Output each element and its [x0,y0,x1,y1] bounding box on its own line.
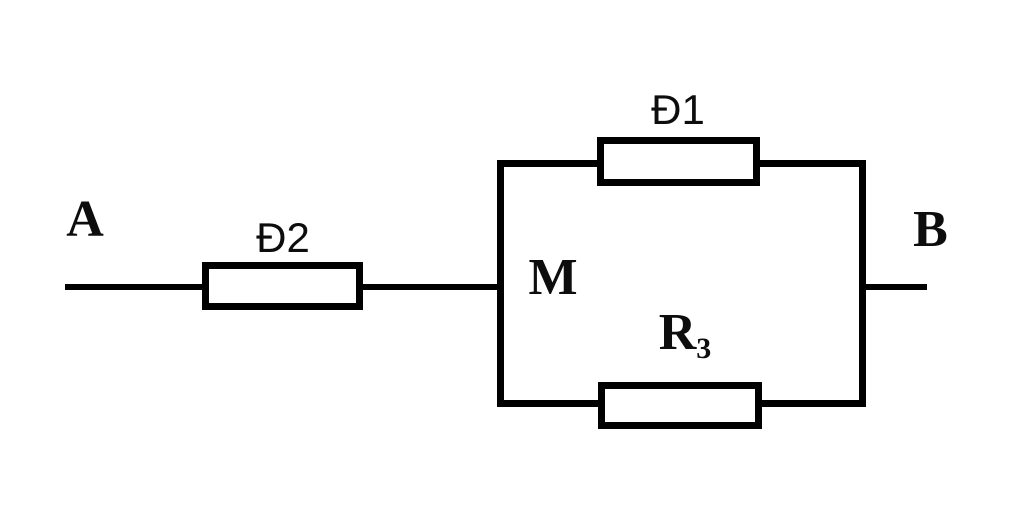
node-m-vertical-wire [497,160,504,407]
lamp-d2-label: Đ2 [256,214,310,261]
resistor-r3-label-subscript: 3 [696,332,712,365]
node-m-label: M [528,249,578,306]
lamp-d1-symbol [597,137,760,186]
wire-terminal-b [862,284,927,290]
terminal-b-vertical-wire [859,160,866,407]
wire-top-branch-right [757,160,866,167]
lamp-d1-label: Đ1 [651,86,705,133]
wire-bottom-branch-right [759,400,866,407]
lamp-d2-symbol [202,262,363,310]
wire-bottom-branch-left [497,400,602,407]
terminal-b-label: B [913,201,948,258]
resistor-r3-symbol [598,382,762,429]
wire-terminal-a-to-lamp-d2 [65,284,205,290]
wire-lamp-d2-to-node-m [360,284,503,290]
wire-top-branch-left [497,160,602,167]
resistor-r3-label-base: R [658,304,697,361]
terminal-a-label: A [66,191,104,248]
